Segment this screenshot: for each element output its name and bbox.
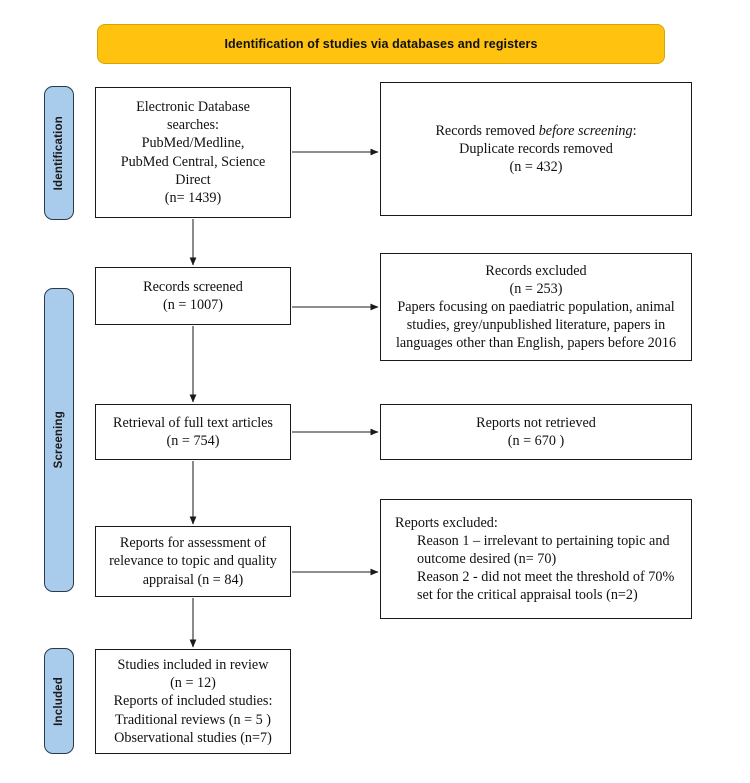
box-records-excluded: Records excluded (n = 253) Papers focusi… [380,253,692,361]
box-records-screened: Records screened (n = 1007) [95,267,291,325]
reports-excluded-reason1: Reason 1 – irrelevant to pertaining topi… [417,532,670,549]
diagram-header-banner: Identification of studies via databases … [97,24,665,64]
reports-excluded-head: Reports excluded: [395,514,498,531]
box-retrieval-full-text-text: Retrieval of full text articles (n = 754… [113,414,273,449]
box-records-screened-text: Records screened (n = 1007) [143,278,243,313]
box-records-identified-text: Electronic Database searches: PubMed/Med… [120,99,266,206]
reports-excluded-reason1b: outcome desired (n= 70) [417,550,557,567]
box-records-excluded-text: Records excluded (n = 253) Papers focusi… [395,262,677,352]
box-records-identified: Electronic Database searches: PubMed/Med… [95,87,291,218]
stage-pill-included: Included [44,648,74,754]
records-removed-pre: Records removed [435,122,539,139]
box-records-removed-text: Records removed before screening: Duplica… [435,122,636,176]
stage-label-included: Included [53,676,65,726]
stage-pill-identification: Identification [44,86,74,220]
box-studies-included-text: Studies included in review (n = 12) Repo… [113,657,273,746]
records-removed-rest: Duplicate records removed (n = 432) [459,140,613,176]
box-studies-included: Studies included in review (n = 12) Repo… [95,649,291,754]
records-removed-post: : [632,122,637,139]
diagram-title: Identification of studies via databases … [224,37,538,51]
box-records-removed: Records removed before screening: Duplica… [380,82,692,216]
box-retrieval-full-text: Retrieval of full text articles (n = 754… [95,404,291,460]
box-reports-assessed-text: Reports for assessment of relevance to t… [109,535,277,588]
box-reports-not-retrieved-text: Reports not retrieved (n = 670 ) [476,414,596,449]
reports-excluded-reason2b: set for the critical appraisal tools (n=… [417,587,638,604]
records-removed-italic: before screening [538,122,633,139]
stage-label-identification: Identification [53,115,65,191]
box-reports-not-retrieved: Reports not retrieved (n = 670 ) [380,404,692,460]
stage-pill-screening: Screening [44,288,74,592]
box-reports-excluded: Reports excluded:Reason 1 – irrelevant t… [380,499,692,619]
stage-label-screening: Screening [53,411,65,469]
box-reports-assessed: Reports for assessment of relevance to t… [95,526,291,597]
box-reports-excluded-text: Reports excluded:Reason 1 – irrelevant t… [395,514,674,604]
reports-excluded-reason2: Reason 2 - did not meet the threshold of… [417,569,675,586]
